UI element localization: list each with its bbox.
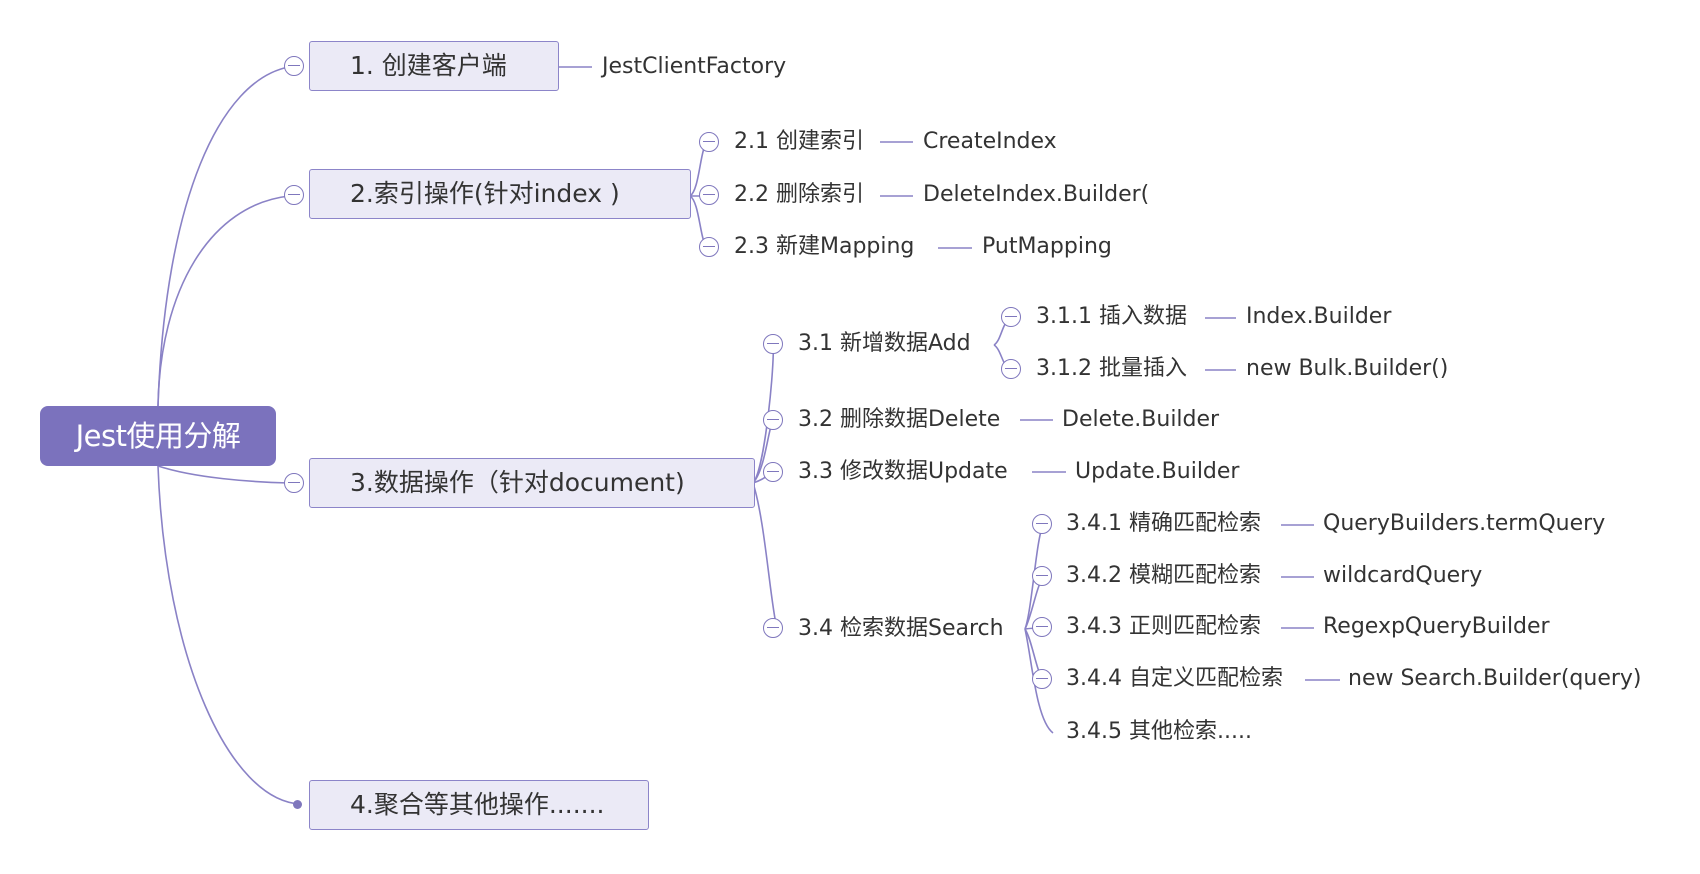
leaf-create-index[interactable]: CreateIndex [923, 129, 1057, 154]
node-2-3[interactable]: 2.3 新建Mapping [734, 234, 915, 259]
collapse-icon[interactable] [1032, 669, 1052, 689]
node-3-2[interactable]: 3.2 删除数据Delete [798, 407, 1001, 432]
node-2-2[interactable]: 2.2 删除索引 [734, 182, 864, 207]
leaf-jest-client-factory[interactable]: JestClientFactory [602, 54, 787, 79]
leaf-index-builder[interactable]: Index.Builder [1246, 304, 1392, 329]
node-3-4-1[interactable]: 3.4.1 精确匹配检索 [1066, 511, 1261, 536]
collapse-icon[interactable] [763, 334, 783, 354]
node-3-3[interactable]: 3.3 修改数据Update [798, 459, 1008, 484]
node-3-4-5[interactable]: 3.4.5 其他检索..... [1066, 719, 1252, 744]
collapse-icon[interactable] [284, 473, 304, 493]
node-3-1-2[interactable]: 3.1.2 批量插入 [1036, 356, 1187, 381]
leaf-delete-builder[interactable]: Delete.Builder [1062, 407, 1220, 432]
collapse-icon[interactable] [1032, 566, 1052, 586]
node-3-4-3[interactable]: 3.4.3 正则匹配检索 [1066, 614, 1261, 639]
collapse-icon[interactable] [763, 462, 783, 482]
collapse-icon[interactable] [284, 185, 304, 205]
leaf-delete-index[interactable]: DeleteIndex.Builder( [923, 182, 1150, 207]
collapse-icon[interactable] [1001, 359, 1021, 379]
leaf-term-query[interactable]: QueryBuilders.termQuery [1323, 511, 1606, 536]
collapse-icon[interactable] [763, 618, 783, 638]
leaf-put-mapping[interactable]: PutMapping [982, 234, 1112, 259]
collapse-icon[interactable] [699, 132, 719, 152]
collapse-icon[interactable] [1032, 617, 1052, 637]
root-node[interactable]: Jest使用分解 [40, 406, 276, 466]
collapse-icon[interactable] [1032, 514, 1052, 534]
collapse-icon[interactable] [284, 56, 304, 76]
node-3-1[interactable]: 3.1 新增数据Add [798, 331, 971, 356]
branch-document-ops[interactable]: 3.数据操作（针对document) [309, 458, 755, 508]
collapse-icon[interactable] [1001, 307, 1021, 327]
branch-create-client[interactable]: 1. 创建客户端 [309, 41, 559, 91]
leaf-wildcard-query[interactable]: wildcardQuery [1323, 563, 1483, 588]
leaf-bulk-builder[interactable]: new Bulk.Builder() [1246, 356, 1449, 381]
node-3-4[interactable]: 3.4 检索数据Search [798, 616, 1004, 641]
collapse-icon[interactable] [763, 410, 783, 430]
node-2-1[interactable]: 2.1 创建索引 [734, 129, 864, 154]
leaf-update-builder[interactable]: Update.Builder [1075, 459, 1240, 484]
node-3-4-4[interactable]: 3.4.4 自定义匹配检索 [1066, 666, 1283, 691]
collapse-icon[interactable] [699, 237, 719, 257]
node-3-4-2[interactable]: 3.4.2 模糊匹配检索 [1066, 563, 1261, 588]
branch-aggregation-ops[interactable]: 4.聚合等其他操作....... [309, 780, 649, 830]
leaf-regexp-query-builder[interactable]: RegexpQueryBuilder [1323, 614, 1550, 639]
node-dot-icon [293, 800, 302, 809]
branch-index-ops[interactable]: 2.索引操作(针对index ) [309, 169, 691, 219]
leaf-search-builder[interactable]: new Search.Builder(query) [1348, 666, 1642, 691]
node-3-1-1[interactable]: 3.1.1 插入数据 [1036, 304, 1187, 329]
collapse-icon[interactable] [699, 185, 719, 205]
